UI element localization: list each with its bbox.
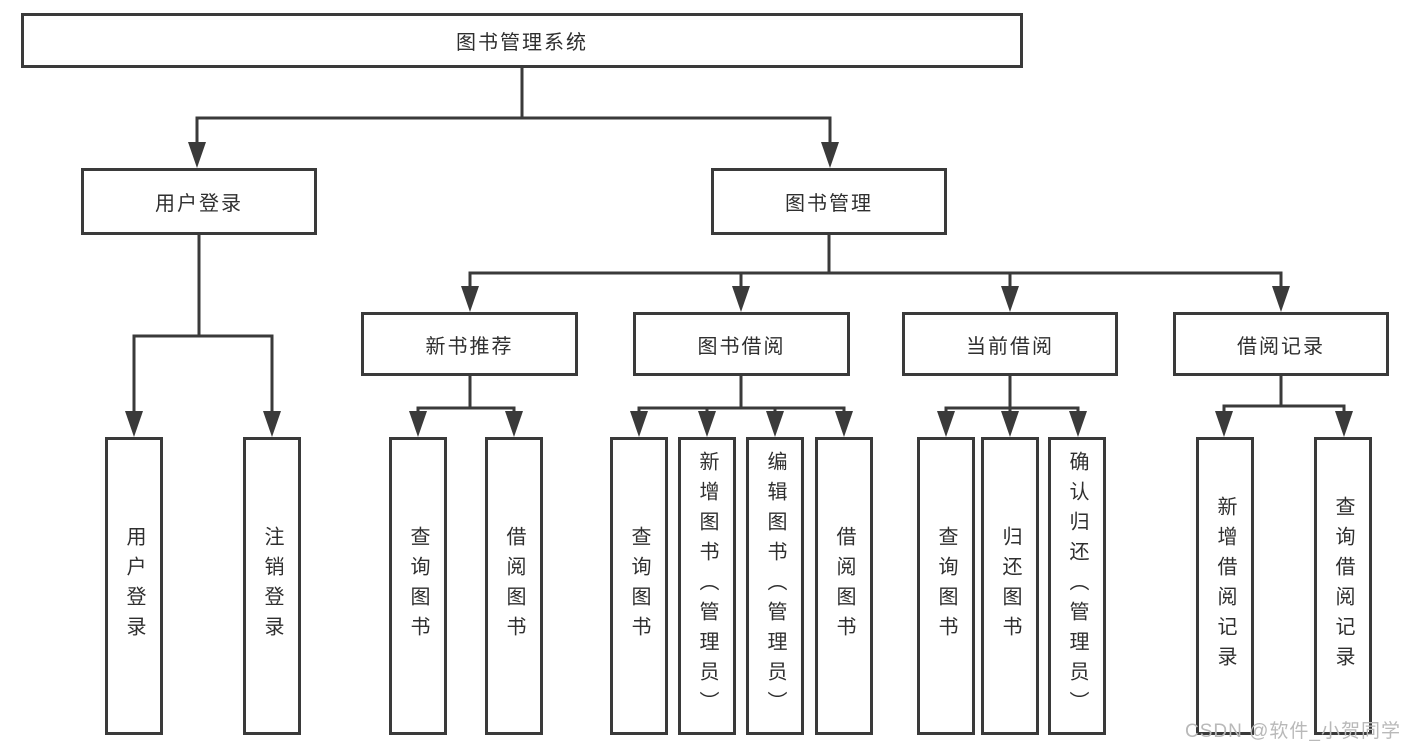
- node-book-management: 图书管理: [711, 168, 947, 235]
- leaf-borrow-query-books: 查询图书: [610, 437, 668, 735]
- node-label: 图书借阅: [697, 335, 786, 358]
- leaf-borrow-add-books-admin: 新增图书（管理员）: [678, 437, 736, 735]
- leaf-current-return-books: 归还图书: [981, 437, 1039, 735]
- node-label: 新书推荐: [425, 335, 514, 358]
- leaf-borrow-edit-books-admin: 编辑图书（管理员）: [746, 437, 804, 735]
- csdn-watermark: CSDN @软件_小贺同学: [1185, 721, 1401, 742]
- node-label: 当前借阅: [966, 335, 1054, 358]
- node-label: 查询借阅记录: [1332, 496, 1354, 676]
- leaf-login-user-login: 用户登录: [105, 437, 163, 735]
- node-label: 图书管理: [785, 193, 873, 215]
- node-label: 借阅图书: [833, 526, 855, 646]
- node-label: 查询图书: [935, 526, 957, 646]
- node-new-book-recommendation: 新书推荐: [361, 312, 578, 376]
- node-label: 用户登录: [123, 526, 145, 646]
- node-label: 编辑图书（管理员）: [764, 451, 786, 721]
- leaf-borrow-borrow-books: 借阅图书: [815, 437, 873, 735]
- node-label: 确认归还（管理员）: [1066, 451, 1088, 721]
- node-label: 借阅记录: [1237, 335, 1325, 358]
- leaf-login-logout: 注销登录: [243, 437, 301, 735]
- leaf-recommend-query-books: 查询图书: [389, 437, 447, 735]
- node-label: 用户登录: [155, 193, 243, 215]
- node-label: 查询图书: [407, 526, 429, 646]
- node-book-borrowing: 图书借阅: [633, 312, 850, 376]
- leaf-current-query-books: 查询图书: [917, 437, 975, 735]
- node-label: 新增图书（管理员）: [696, 451, 718, 721]
- node-borrowing-records: 借阅记录: [1173, 312, 1389, 376]
- node-label: 注销登录: [261, 526, 283, 646]
- node-label: 归还图书: [999, 526, 1021, 646]
- leaf-records-add-record: 新增借阅记录: [1196, 437, 1254, 735]
- leaf-current-confirm-return-admin: 确认归还（管理员）: [1048, 437, 1106, 735]
- node-label: 查询图书: [628, 526, 650, 646]
- node-library-management-system: 图书管理系统: [21, 13, 1023, 68]
- leaf-recommend-borrow-books: 借阅图书: [485, 437, 543, 735]
- leaf-records-query-record: 查询借阅记录: [1314, 437, 1372, 735]
- node-label: 借阅图书: [503, 526, 525, 646]
- node-label: 新增借阅记录: [1214, 496, 1236, 676]
- node-label: 图书管理系统: [456, 32, 588, 54]
- node-user-login: 用户登录: [81, 168, 317, 235]
- node-current-borrowing: 当前借阅: [902, 312, 1118, 376]
